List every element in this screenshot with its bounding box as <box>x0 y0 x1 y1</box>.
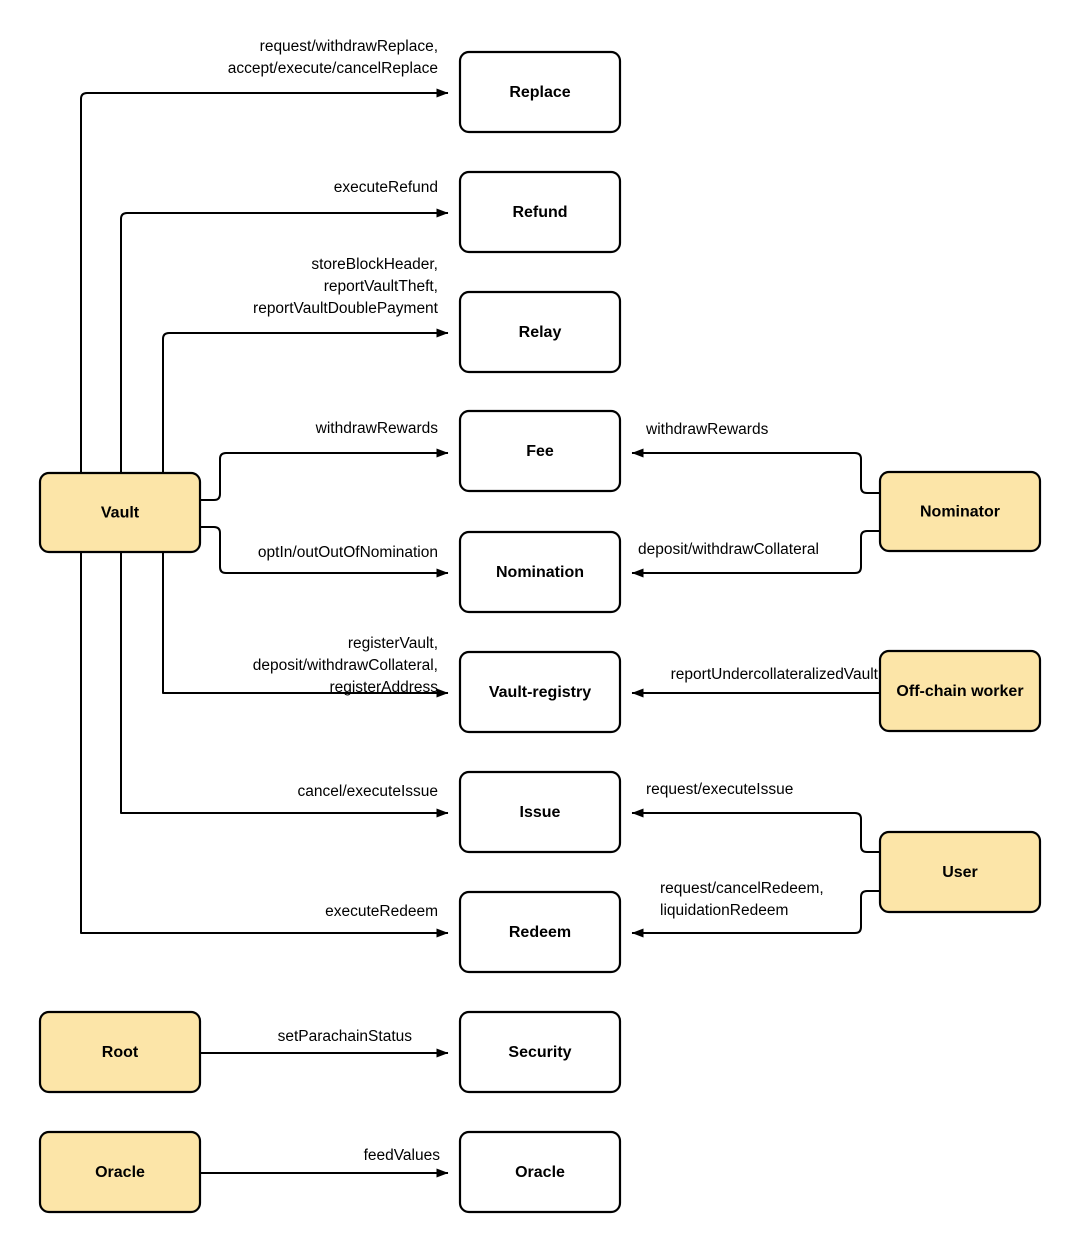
node-relay[interactable]: Relay <box>458 290 622 374</box>
edge-label-root-security-0: setParachainStatus <box>278 1028 413 1045</box>
edge-label-oracle-oracle-0: feedValues <box>364 1147 441 1164</box>
edge-label-vault-relay-0: storeBlockHeader, <box>311 256 438 273</box>
node-label-replace: Replace <box>509 84 570 101</box>
edge-vault-refund <box>120 208 449 552</box>
node-root[interactable]: Root <box>38 1010 202 1094</box>
node-user[interactable]: User <box>878 830 1042 914</box>
node-box-security <box>458 1010 622 1094</box>
node-label-fee: Fee <box>526 443 554 460</box>
node-box-nomination <box>458 530 622 614</box>
node-box-relay <box>458 290 622 374</box>
edge-label-vault-fee-0: withdrawRewards <box>315 420 439 437</box>
node-label-root: Root <box>102 1044 139 1061</box>
node-label-vaultregistry: Vault-registry <box>489 684 591 701</box>
node-box-redeem <box>458 890 622 974</box>
node-fee[interactable]: Fee <box>458 409 622 493</box>
edge-label-nominator-nomination-0: deposit/withdrawCollateral <box>638 541 819 558</box>
node-box-oracle_actor <box>38 1130 202 1214</box>
edge-user-issue <box>631 808 880 853</box>
node-box-nominator <box>878 470 1042 553</box>
node-oracle_actor[interactable]: Oracle <box>38 1130 202 1214</box>
edge-label-vault-replace-0: request/withdrawReplace, <box>260 38 438 55</box>
edge-label-vault-redeem-0: executeRedeem <box>325 903 438 920</box>
edge-label-vault-vaultregistry-2: registerAddress <box>329 679 438 696</box>
node-label-refund: Refund <box>512 204 567 221</box>
edges-layer <box>80 88 880 1178</box>
node-label-offchainworker: Off-chain worker <box>896 683 1023 700</box>
node-vaultregistry[interactable]: Vault-registry <box>458 650 622 734</box>
node-label-user: User <box>942 864 978 881</box>
edge-vault-fee <box>200 448 449 501</box>
edge-vault-issue <box>120 552 449 818</box>
edge-vault-replace <box>80 88 449 552</box>
node-nomination[interactable]: Nomination <box>458 530 622 614</box>
node-replace[interactable]: Replace <box>458 50 622 134</box>
edge-label-user-redeem-1: liquidationRedeem <box>660 902 788 919</box>
node-label-issue: Issue <box>520 804 561 821</box>
edge-label-vault-replace-1: accept/execute/cancelReplace <box>228 60 438 77</box>
edge-vault-relay <box>162 328 449 552</box>
node-nominator[interactable]: Nominator <box>878 470 1042 553</box>
node-box-fee <box>458 409 622 493</box>
node-box-user <box>878 830 1042 914</box>
edge-label-offchainworker-vaultregistry-0: reportUndercollateralizedVault <box>671 666 879 683</box>
edge-label-user-redeem-0: request/cancelRedeem, <box>660 880 824 897</box>
edge-label-vault-issue-0: cancel/executeIssue <box>298 783 438 800</box>
node-issue[interactable]: Issue <box>458 770 622 854</box>
node-box-refund <box>458 170 622 254</box>
node-refund[interactable]: Refund <box>458 170 622 254</box>
node-box-offchainworker <box>878 649 1042 733</box>
edge-label-vault-nomination-0: optIn/outOutOfNomination <box>258 544 438 561</box>
edge-nominator-fee <box>631 448 880 494</box>
node-label-oracle_actor: Oracle <box>95 1164 145 1181</box>
node-label-redeem: Redeem <box>509 924 571 941</box>
node-box-issue <box>458 770 622 854</box>
edge-label-vault-relay-2: reportVaultDoublePayment <box>253 300 439 317</box>
node-security[interactable]: Security <box>458 1010 622 1094</box>
node-box-replace <box>458 50 622 134</box>
node-box-root <box>38 1010 202 1094</box>
node-oracle_module[interactable]: Oracle <box>458 1130 622 1214</box>
edge-labels-layer: request/withdrawReplace, accept/execute/c… <box>228 38 879 1164</box>
node-vault[interactable]: Vault <box>38 471 202 554</box>
node-label-vault: Vault <box>101 505 140 522</box>
node-offchainworker[interactable]: Off-chain worker <box>878 649 1042 733</box>
edge-label-vault-vaultregistry-1: deposit/withdrawCollateral, <box>253 657 438 674</box>
edge-user-redeem <box>631 890 880 938</box>
edge-nominator-nomination <box>631 530 880 578</box>
edge-vault-nomination <box>200 526 449 578</box>
node-label-nomination: Nomination <box>496 564 584 581</box>
edge-vault-redeem <box>80 552 449 938</box>
node-label-oracle_module: Oracle <box>515 1164 565 1181</box>
node-box-vault <box>38 471 202 554</box>
edge-label-vault-vaultregistry-0: registerVault, <box>348 635 438 652</box>
node-box-oracle_module <box>458 1130 622 1214</box>
edge-label-nominator-fee-0: withdrawRewards <box>645 421 769 438</box>
node-label-security: Security <box>508 1044 571 1061</box>
node-box-vaultregistry <box>458 650 622 734</box>
edge-label-vault-relay-1: reportVaultTheft, <box>324 278 438 295</box>
node-redeem[interactable]: Redeem <box>458 890 622 974</box>
node-label-nominator: Nominator <box>920 504 1000 521</box>
edge-vault-vaultregistry <box>162 552 449 698</box>
edge-label-user-issue-0: request/executeIssue <box>646 781 793 798</box>
node-label-relay: Relay <box>519 324 562 341</box>
edge-label-vault-refund-0: executeRefund <box>334 179 438 196</box>
